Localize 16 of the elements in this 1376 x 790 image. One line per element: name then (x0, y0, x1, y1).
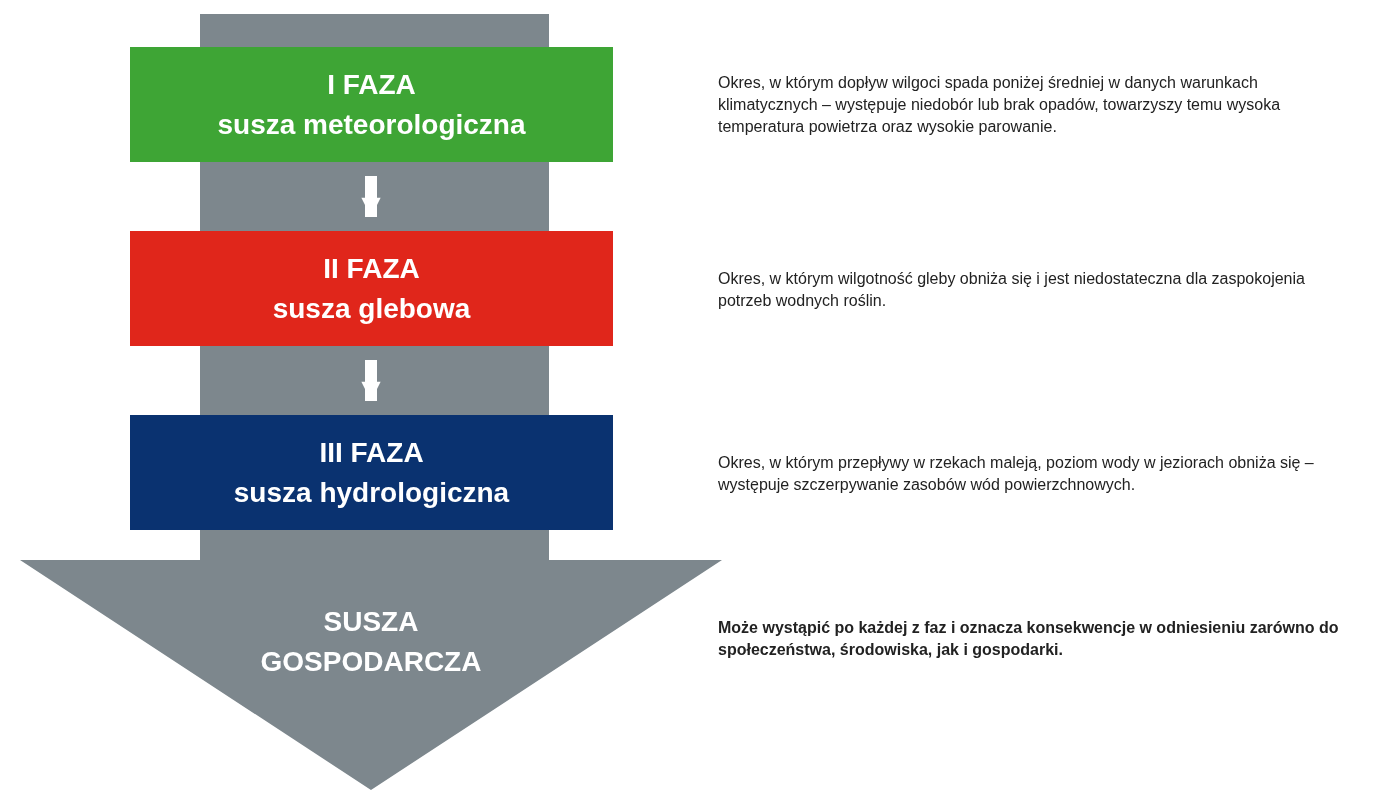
phase-name: susza hydrologiczna (233, 475, 510, 510)
phase-name: susza meteorologiczna (217, 107, 526, 142)
down-arrow (361, 176, 381, 217)
down-arrow (361, 360, 381, 401)
phase-box (130, 47, 613, 162)
description-text: Okres, w którym wilgotność gleby obniża się i jest niedostateczna dla zaspokojenia potrzeb wodnych roślin. (718, 269, 1306, 311)
phase-number: II FAZA (323, 251, 420, 286)
phase-name: susza glebowa (272, 291, 471, 326)
phase-number: III FAZA (319, 435, 424, 470)
phase-number: I FAZA (327, 67, 416, 102)
outcome-title: SUSZA GOSPODARCZA (259, 605, 483, 679)
phase-box (130, 415, 613, 530)
description-text: Okres, w którym dopływ wilgoci spada poniżej średniej w danych warunkach klimatycznych – występuje niedobór lub brak opadów, towarzyszy temu wysoka temperatura powietrza oraz wysokie parowanie. (718, 73, 1282, 137)
description-text: Może wystąpić po każdej z faz i oznacza konsekwencje w odniesieniu zarówno do społeczeństwa, środowiska, jak i gospodarki. (718, 618, 1340, 660)
phase-box (130, 231, 613, 346)
description-text: Okres, w którym przepływy w rzekach maleją, poziom wody w jeziorach obniża się – występuje szczerpywanie zasobów wód powierzchnowych. (718, 453, 1315, 495)
